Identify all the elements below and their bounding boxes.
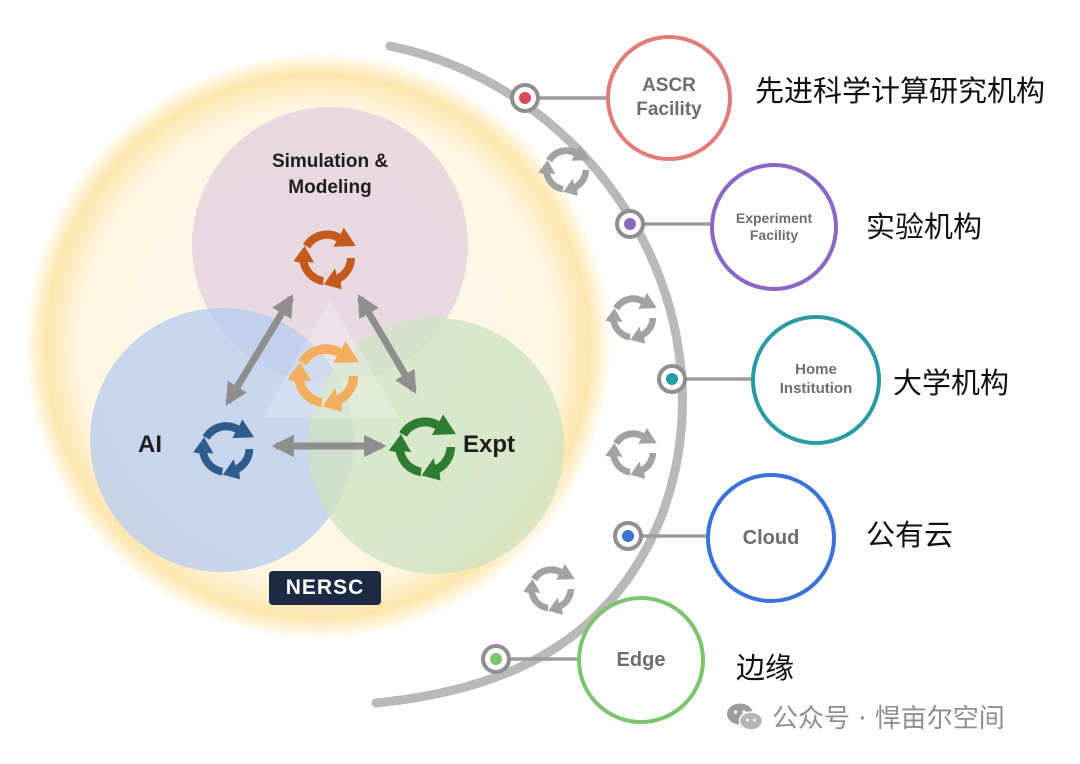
facility-label-experiment: 实验机构 bbox=[866, 210, 983, 244]
wechat-icon bbox=[727, 703, 764, 731]
facility-label-edge: 边缘 bbox=[736, 651, 795, 685]
venn-label-ai: AI bbox=[138, 431, 162, 458]
facility-label-ascr: 先进科学计算研究机构 bbox=[755, 74, 1046, 108]
watermark: 公众号 · 悍亩尔空间 bbox=[726, 698, 1005, 735]
watermark-text: 公众号 · 悍亩尔空间 bbox=[772, 704, 1005, 734]
cycle-arrows-gray-icon bbox=[605, 427, 657, 479]
connector-dot-center bbox=[666, 373, 678, 385]
facility-circle-edge: Edge bbox=[577, 596, 705, 724]
arrow-sim-ai bbox=[225, 294, 294, 406]
facility-circle-cloud: Cloud bbox=[706, 473, 836, 603]
facility-label-cloud: 公有云 bbox=[866, 518, 954, 552]
connection-arc bbox=[371, 41, 687, 708]
cycle-arrows-gray-icon bbox=[605, 292, 657, 344]
facility-name: Cloud bbox=[742, 526, 800, 549]
arrow-sim-expt bbox=[356, 294, 418, 394]
connector-dot-center bbox=[622, 530, 634, 542]
venn-label-expt: Expt bbox=[463, 431, 516, 458]
facility-connectors bbox=[481, 83, 751, 674]
nersc-logo: NERSC bbox=[269, 571, 381, 605]
venn-label-simulation: Simulation & bbox=[271, 151, 389, 172]
connector-dot-center bbox=[490, 653, 502, 665]
facility-name: Edge bbox=[616, 648, 666, 671]
connector-dot-center bbox=[624, 218, 636, 230]
connector-dot-center bbox=[519, 92, 531, 104]
venn-label-modeling: Modeling bbox=[288, 177, 372, 198]
cycle-arrows-gray-icon bbox=[523, 563, 575, 615]
facility-label-home: 大学机构 bbox=[893, 366, 1010, 400]
